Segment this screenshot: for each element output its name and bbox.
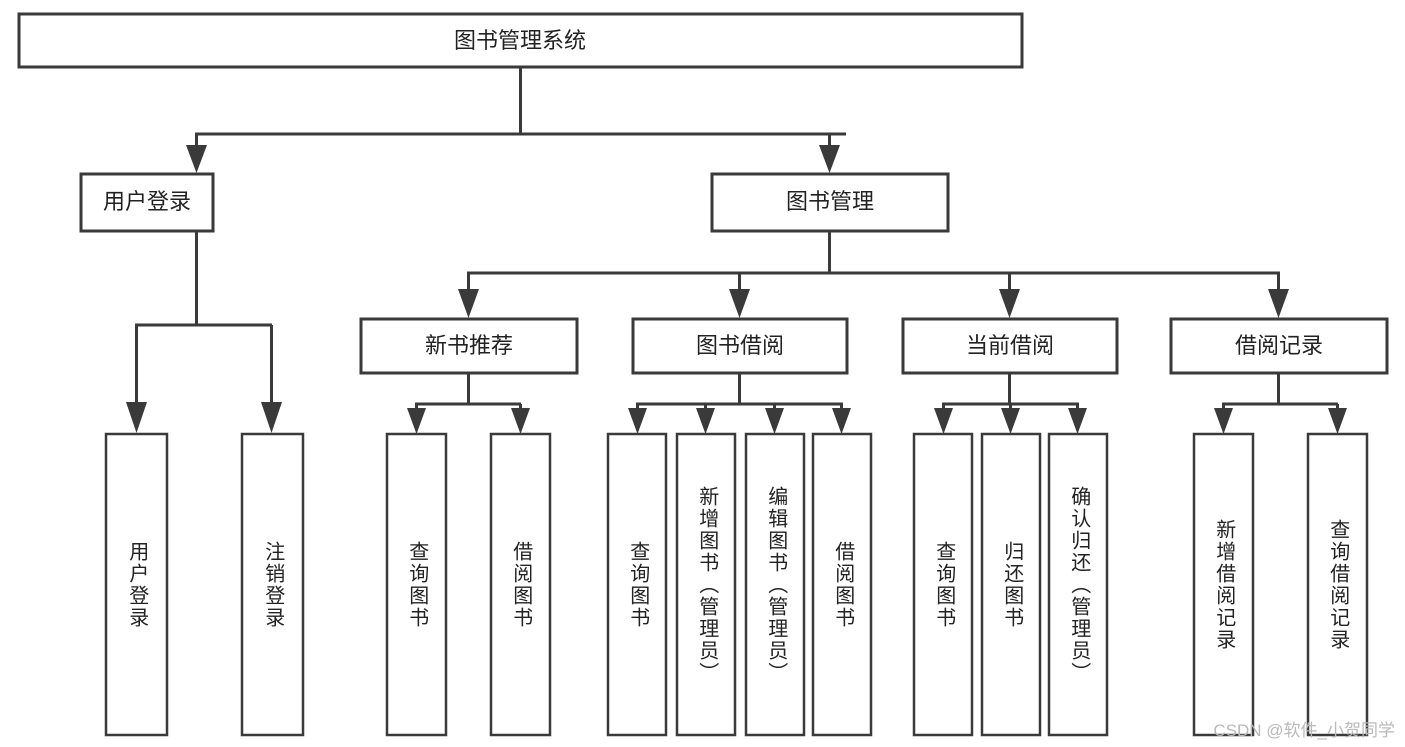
node-book-borrow-label: 图书借阅 [696,333,784,358]
node-current-borrow-label: 当前借阅 [966,333,1054,358]
node-root[interactable]: 图书管理系统 [17,12,1024,69]
node-leaf-user-login-box[interactable] [104,432,169,737]
node-leaf-borrow-book-2-label: 借阅图书 [832,541,855,629]
node-leaf-return-book[interactable]: 归还图书 [980,432,1042,737]
node-leaf-logout-login-label: 注销登录 [262,541,285,629]
node-leaf-add-record-box[interactable] [1192,432,1255,737]
node-leaf-logout-login-box[interactable] [240,432,305,737]
node-leaf-add-book-box[interactable] [675,432,737,737]
node-current-borrow-box[interactable] [901,317,1119,375]
connector-book-manage-to-level2 [458,232,1289,318]
connector-new-book-recommend-to-leaves [407,373,530,434]
node-leaf-confirm-return[interactable]: 确认归还（管理员） [1047,432,1109,737]
node-book-borrow-box[interactable] [631,317,849,375]
connector-user-login-to-leaves [126,232,282,433]
node-leaf-add-book[interactable]: 新增图书（管理员） [675,432,737,737]
node-borrow-record[interactable]: 借阅记录 [1169,317,1389,375]
node-root-label: 图书管理系统 [454,28,586,53]
node-leaf-edit-book[interactable]: 编辑图书（管理员） [744,432,806,737]
node-leaf-edit-book-label: 编辑图书（管理员） [765,486,788,684]
connector-book-borrow-to-leaves [628,373,851,434]
node-leaf-borrow-book-1-label: 借阅图书 [510,541,533,629]
node-user-login-label: 用户登录 [103,189,191,214]
node-root-box[interactable] [17,12,1024,69]
node-leaf-logout-login[interactable]: 注销登录 [240,432,305,737]
node-user-login[interactable]: 用户登录 [79,172,215,233]
node-new-book-recommend-label: 新书推荐 [425,333,513,358]
node-leaf-return-book-label: 归还图书 [1001,541,1024,629]
node-leaf-query-record-label: 查询借阅记录 [1327,519,1350,651]
node-leaf-borrow-book-2-box[interactable] [811,432,873,737]
node-new-book-recommend[interactable]: 新书推荐 [359,317,579,375]
node-leaf-query-book-2-label: 查询图书 [627,541,650,629]
csdn-watermark: CSDN @软件_小贺同学 [1213,721,1395,740]
node-leaf-query-book-1-box[interactable] [385,432,448,737]
node-leaf-confirm-return-label: 确认归还（管理员） [1068,486,1091,684]
node-leaf-query-record[interactable]: 查询借阅记录 [1306,432,1369,737]
node-leaf-query-book-2-box[interactable] [606,432,668,737]
connector-borrow-record-to-leaves [1214,373,1347,434]
connector-root-to-level1 [186,67,846,173]
node-leaf-confirm-return-box[interactable] [1047,432,1109,737]
node-book-manage[interactable]: 图书管理 [710,172,950,233]
node-leaf-query-book-3-label: 查询图书 [933,541,956,629]
node-current-borrow[interactable]: 当前借阅 [901,317,1119,375]
node-book-manage-box[interactable] [710,172,950,233]
node-leaf-query-book-3-box[interactable] [912,432,974,737]
node-book-borrow[interactable]: 图书借阅 [631,317,849,375]
node-book-manage-label: 图书管理 [786,189,874,214]
node-leaf-add-book-label: 新增图书（管理员） [696,486,719,684]
node-leaf-query-book-2[interactable]: 查询图书 [606,432,668,737]
node-leaf-user-login[interactable]: 用户登录 [104,432,169,737]
node-leaf-query-book-1[interactable]: 查询图书 [385,432,448,737]
node-leaf-add-record-label: 新增借阅记录 [1213,519,1236,651]
node-new-book-recommend-box[interactable] [359,317,579,375]
node-leaf-add-record[interactable]: 新增借阅记录 [1192,432,1255,737]
node-leaf-query-record-box[interactable] [1306,432,1369,737]
node-user-login-box[interactable] [79,172,215,233]
node-leaf-return-book-box[interactable] [980,432,1042,737]
node-leaf-borrow-book-2[interactable]: 借阅图书 [811,432,873,737]
node-borrow-record-box[interactable] [1169,317,1389,375]
node-leaf-query-book-3[interactable]: 查询图书 [912,432,974,737]
node-borrow-record-label: 借阅记录 [1235,333,1323,358]
connector-current-borrow-to-leaves [934,373,1087,434]
node-leaf-borrow-book-1[interactable]: 借阅图书 [489,432,552,737]
node-leaf-query-book-1-label: 查询图书 [406,541,429,629]
node-leaf-borrow-book-1-box[interactable] [489,432,552,737]
node-leaf-user-login-label: 用户登录 [126,541,149,629]
node-leaf-edit-book-box[interactable] [744,432,806,737]
